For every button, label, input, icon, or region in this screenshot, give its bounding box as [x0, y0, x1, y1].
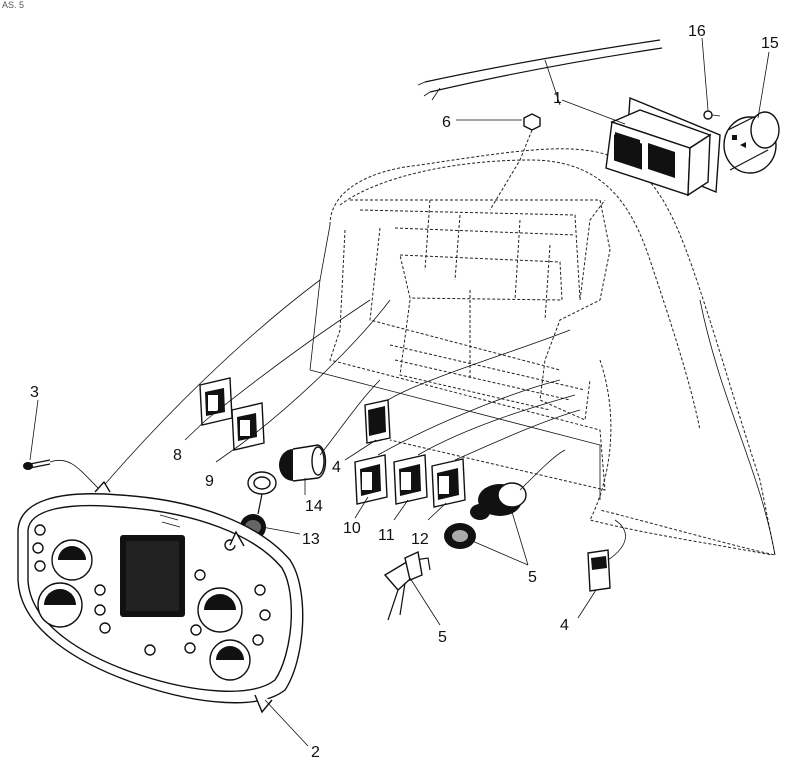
- small-switch-lower: [587, 519, 626, 592]
- callout-4-upper: 4: [332, 459, 341, 476]
- callout-11: 11: [378, 527, 395, 544]
- callout-12: 12: [411, 531, 429, 548]
- callout-labels: 1 2 3 4 4 5 5 6 8 9 10 11 12 13 14 15 16: [30, 23, 779, 761]
- callout-5-key: 5: [438, 629, 447, 646]
- callout-2: 2: [311, 744, 320, 761]
- small-switch-upper: [364, 399, 391, 444]
- leader-lines: [29, 37, 770, 747]
- callout-14: 14: [305, 498, 323, 515]
- rocker-switch-9: [231, 402, 265, 451]
- callout-6: 6: [442, 114, 451, 131]
- callout-16: 16: [688, 23, 706, 40]
- round-indicator: [723, 111, 780, 174]
- callout-9: 9: [205, 473, 214, 490]
- switch-module: [605, 96, 721, 197]
- socket-cap: [240, 471, 277, 540]
- callout-10: 10: [343, 520, 361, 537]
- nut: [489, 113, 541, 211]
- cigar-lighter-socket: [279, 444, 327, 482]
- cable-harness: [417, 39, 663, 106]
- instrument-cluster: [17, 480, 304, 714]
- screw: [23, 459, 101, 491]
- dashboard-housing: [329, 148, 776, 556]
- rocker-switch-12: [431, 458, 466, 508]
- ignition-key: [383, 550, 431, 621]
- ignition-switch: [444, 482, 527, 549]
- callout-8: 8: [173, 447, 182, 464]
- small-screw: [703, 110, 721, 120]
- callout-5-switch: 5: [528, 569, 537, 586]
- panel-outline: [99, 224, 776, 556]
- rocker-switch-10: [354, 454, 388, 505]
- callout-13: 13: [302, 531, 320, 548]
- rocker-switch-8: [199, 377, 233, 426]
- callout-4-lower: 4: [560, 617, 569, 634]
- corner-code: AS. 5: [2, 0, 24, 10]
- callout-3: 3: [30, 384, 39, 401]
- rocker-switch-11: [393, 454, 428, 505]
- callout-1: 1: [553, 90, 562, 107]
- callout-15: 15: [761, 35, 779, 52]
